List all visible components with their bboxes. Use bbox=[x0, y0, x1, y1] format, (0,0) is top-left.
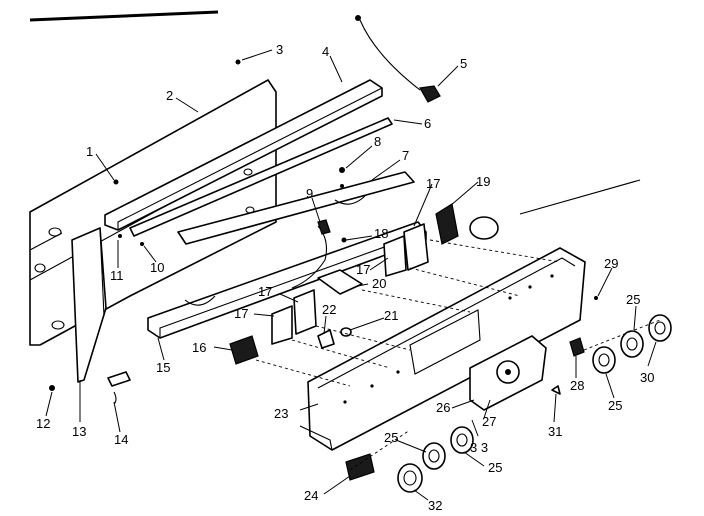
callout-24: 24 bbox=[304, 488, 318, 503]
timer-screw bbox=[551, 385, 561, 395]
callout-29: 29 bbox=[604, 256, 618, 271]
callout-20: 20 bbox=[372, 276, 386, 291]
callout-1: 1 bbox=[86, 144, 93, 159]
callout-10: 10 bbox=[150, 260, 164, 275]
callout-13: 13 bbox=[72, 424, 86, 439]
small-bracket bbox=[317, 269, 363, 295]
callout-26: 26 bbox=[436, 400, 450, 415]
mounting-bracket bbox=[177, 171, 415, 245]
callout-25-right-top: 25 bbox=[626, 292, 640, 307]
knob-right-top bbox=[648, 314, 672, 342]
callout-14: 14 bbox=[114, 432, 128, 447]
callout-8: 8 bbox=[374, 134, 381, 149]
callout-3: 3 bbox=[276, 42, 283, 57]
callout-30: 30 bbox=[640, 370, 654, 385]
screw-mid bbox=[341, 237, 347, 243]
bushing bbox=[340, 327, 352, 337]
callout-17-lower-a: 17 bbox=[258, 284, 272, 299]
knob-lower-right bbox=[450, 426, 474, 454]
callout-27: 27 bbox=[482, 414, 496, 429]
screw-right bbox=[594, 296, 598, 300]
callout-32: 32 bbox=[428, 498, 442, 513]
callout-2: 2 bbox=[166, 88, 173, 103]
callout-33: 3 3 bbox=[470, 440, 488, 455]
callout-25-right-low: 25 bbox=[608, 398, 622, 413]
callout-25-lower-left: 25 bbox=[384, 430, 398, 445]
knob-lower-mid bbox=[422, 442, 446, 470]
callout-21: 21 bbox=[384, 308, 398, 323]
callout-17-lower-b: 17 bbox=[234, 306, 248, 321]
callout-11: 11 bbox=[110, 268, 124, 283]
lamp-socket bbox=[345, 453, 375, 481]
screw-bracket-b bbox=[340, 184, 344, 188]
clip bbox=[317, 329, 335, 349]
wire-with-connector bbox=[355, 15, 441, 103]
callout-28: 28 bbox=[570, 378, 584, 393]
switch-upper-right bbox=[403, 223, 429, 271]
callout-16: 16 bbox=[192, 340, 206, 355]
callout-22: 22 bbox=[322, 302, 336, 317]
switch-block bbox=[229, 335, 259, 365]
callout-18: 18 bbox=[374, 226, 388, 241]
scan-artifact-line bbox=[29, 10, 219, 22]
callout-23: 23 bbox=[274, 406, 288, 421]
callout-5: 5 bbox=[460, 56, 467, 71]
push-button bbox=[569, 337, 585, 357]
switch-mid bbox=[383, 235, 407, 277]
bracket-small bbox=[107, 371, 131, 387]
callout-17-mid: 17 bbox=[356, 262, 370, 277]
screw-bracket bbox=[339, 167, 345, 173]
control-panel bbox=[299, 247, 586, 451]
knob-lower-left bbox=[397, 463, 423, 493]
callout-12: 12 bbox=[36, 416, 50, 431]
top-trim-rail bbox=[104, 79, 383, 231]
screw-side bbox=[140, 242, 144, 246]
knob-right-mid bbox=[620, 330, 644, 358]
screw bbox=[49, 385, 55, 391]
switch-with-ring bbox=[435, 179, 641, 245]
callout-25-lower-right: 25 bbox=[488, 460, 502, 475]
switch-lower-b bbox=[271, 305, 293, 345]
callout-17-upper-right: 17 bbox=[426, 176, 440, 191]
callout-19: 19 bbox=[476, 174, 490, 189]
callout-31: 31 bbox=[548, 424, 562, 439]
screw-top bbox=[235, 59, 241, 65]
side-bracket bbox=[71, 227, 107, 383]
callout-7: 7 bbox=[402, 148, 409, 163]
leader-lines bbox=[45, 49, 657, 501]
switch-lower-a bbox=[293, 289, 317, 335]
rivet bbox=[118, 234, 122, 238]
tube bbox=[129, 117, 393, 237]
callout-9: 9 bbox=[306, 186, 313, 201]
wire-harness bbox=[291, 219, 331, 289]
callout-labels: 1 2 3 4 5 6 7 8 9 10 11 12 13 14 15 16 1… bbox=[36, 42, 654, 513]
callout-15: 15 bbox=[156, 360, 170, 375]
callout-6: 6 bbox=[424, 116, 431, 131]
knob-right-low bbox=[592, 346, 616, 374]
clock-timer bbox=[469, 335, 547, 411]
callout-4: 4 bbox=[322, 44, 329, 59]
